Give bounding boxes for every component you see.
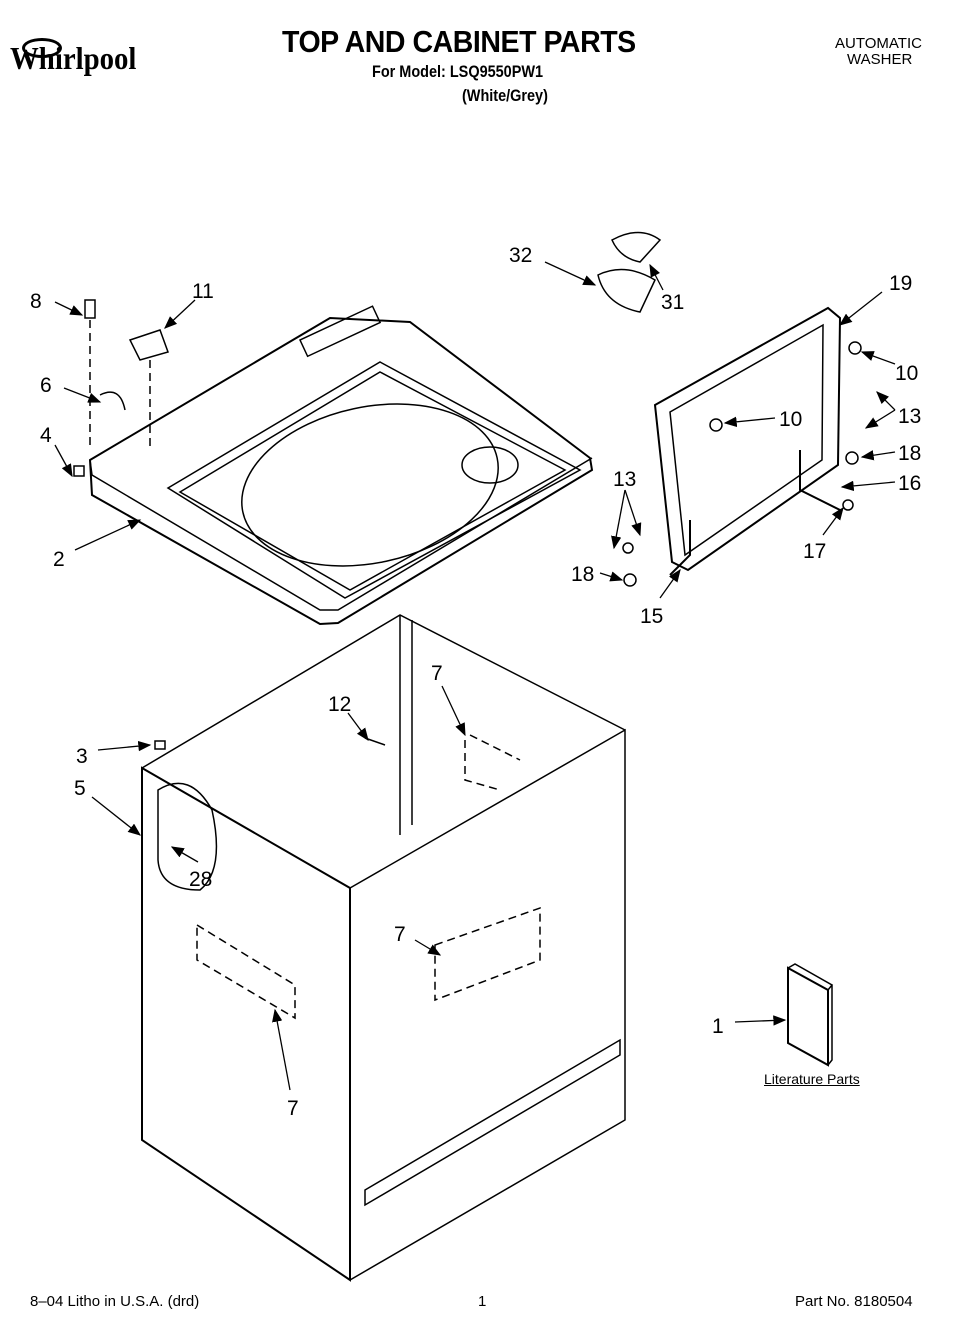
callout-18: 18 (571, 563, 594, 586)
brand-logo-swirl (22, 38, 62, 58)
callout-7: 7 (287, 1097, 299, 1120)
model-color: (White/Grey) (462, 86, 548, 105)
callout-28: 28 (189, 868, 212, 891)
callout-4: 4 (40, 424, 52, 447)
literature-parts-label: Literature Parts (764, 1071, 860, 1087)
callout-17: 17 (803, 540, 826, 563)
callout-13: 13 (613, 468, 636, 491)
model-number: For Model: LSQ9550PW1 (372, 62, 544, 81)
callout-1: 1 (712, 1015, 724, 1038)
callout-10: 10 (779, 408, 802, 431)
callout-numbers: 8 11 6 4 2 32 31 19 10 10 13 18 16 17 13… (30, 244, 921, 1120)
part-number: Part No. 8180504 (795, 1293, 913, 1310)
page-title: TOP AND CABINET PARTS (282, 24, 636, 59)
footer-litho: 8–04 Litho in U.S.A. (drd) (30, 1293, 200, 1310)
product-type-line2: WASHER (847, 51, 913, 68)
callout-5: 5 (74, 777, 86, 800)
callout-32: 32 (509, 244, 532, 267)
callout-10: 10 (895, 362, 918, 385)
brand-logo: Whirlpool (10, 40, 137, 76)
callout-7: 7 (431, 662, 443, 685)
callout-11: 11 (192, 280, 214, 303)
callout-18: 18 (898, 442, 921, 465)
small-parts-left (73, 299, 169, 477)
page-number: 1 (478, 1293, 487, 1310)
callout-15: 15 (640, 605, 663, 628)
dispenser-parts (597, 231, 662, 313)
callout-8: 8 (30, 290, 42, 313)
product-type-line1: AUTOMATIC (835, 35, 922, 52)
literature-booklet (787, 963, 834, 1067)
washer-top-part (88, 305, 594, 626)
lid-part (622, 306, 862, 587)
callout-6: 6 (40, 374, 52, 397)
callout-31: 31 (661, 291, 684, 314)
callout-16: 16 (898, 472, 921, 495)
leader-arrows (54, 261, 896, 1091)
callout-3: 3 (76, 745, 88, 768)
callout-2: 2 (53, 548, 65, 571)
callout-19: 19 (889, 272, 912, 295)
cabinet-part (141, 614, 626, 1282)
callout-12: 12 (328, 693, 351, 716)
callout-13: 13 (898, 405, 921, 428)
callout-7: 7 (394, 923, 406, 946)
